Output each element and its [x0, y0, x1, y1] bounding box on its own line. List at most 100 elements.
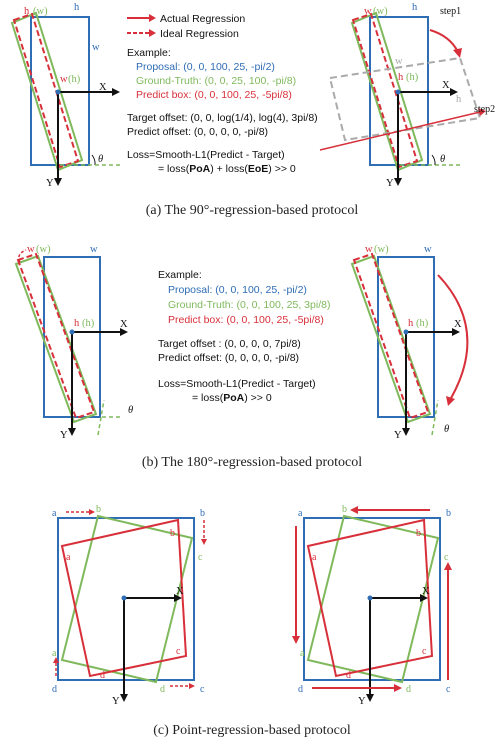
c-gt-a: a	[52, 648, 57, 659]
proposal-box	[303, 517, 441, 681]
cr-gt-a: a	[300, 648, 305, 659]
br-label-ww: (w)	[374, 244, 389, 255]
panel-b-right-diagram: w (w) w h (h) X Y θ	[350, 244, 469, 441]
b-theta: θ	[128, 405, 133, 416]
panel-a-figure: h (w) h w w (h) X Y θ Actual Regression …	[10, 2, 495, 218]
r-axis-y: Y	[386, 178, 394, 189]
c-pr-a: a	[66, 552, 71, 563]
c-pr-c: c	[176, 646, 181, 657]
b-label-ww: (w)	[36, 244, 51, 255]
ground-truth-box	[350, 11, 424, 172]
label-ww: (w)	[33, 6, 48, 17]
b-predict-offset: Predict offset: (0, 0, 0, 0, -pi/8)	[158, 352, 299, 364]
b-proposal: Proposal: (0, 0, 100, 25, -pi/2)	[168, 284, 307, 296]
b-label-h: h	[74, 318, 80, 329]
c-gt-c: c	[198, 552, 203, 563]
b-predict: Predict box: (0, 0, 100, 25, -5pi/8)	[168, 314, 324, 326]
br-label-h: h	[408, 318, 414, 329]
proposal-text: Proposal: (0, 0, 100, 25, -pi/2)	[136, 61, 275, 73]
c-corner-d: d	[52, 684, 57, 695]
ground-truth-box	[306, 514, 440, 684]
cr-corner-a: a	[298, 508, 303, 519]
r-theta: θ	[440, 154, 445, 165]
theta-label: θ	[98, 154, 103, 165]
label-w-red: w	[60, 74, 68, 85]
panel-b-example: Example: Proposal: (0, 0, 100, 25, -pi/2…	[158, 269, 330, 404]
step2-label: step2	[474, 104, 495, 115]
panel-a-legend: Actual Regression Ideal Regression	[127, 13, 245, 40]
b-target-offset: Target offset : (0, 0, 0, 0, 7pi/8)	[158, 338, 301, 350]
b-loss-line1: Loss=Smooth-L1(Predict - Target)	[158, 378, 316, 390]
predict-text: Predict box: (0, 0, 100, 25, -5pi/8)	[136, 89, 292, 101]
panel-b-figure: w (w) w h (h) X Y θ Example: Proposal: (…	[14, 244, 469, 470]
ground-truth-box	[350, 254, 432, 424]
intermediate-box	[328, 56, 482, 142]
legend-actual: Actual Regression	[160, 13, 245, 25]
r-label-ww: (w)	[373, 6, 388, 17]
b-axis-y: Y	[60, 430, 68, 441]
axis-x-label: X	[99, 82, 107, 93]
panel-c: a b c d b c d a a b c d X Y a b c d b	[0, 480, 504, 749]
cr-pr-c: c	[422, 646, 427, 657]
c-gt-b: b	[96, 504, 101, 515]
b-axis-x: X	[120, 319, 128, 330]
panel-a-right-diagram: w (w) h step1 step2 w h h (h) X Y θ	[319, 2, 495, 189]
c-axis-x: X	[176, 586, 184, 597]
caption-b: (b) The 180°-regression-based protocol	[142, 455, 362, 470]
cr-axis-x: X	[422, 586, 430, 597]
cr-gt-c: c	[444, 552, 449, 563]
c-axis-y: Y	[112, 696, 120, 707]
panel-a-left-diagram: h (w) h w w (h) X Y θ	[10, 2, 120, 189]
loss-line1: Loss=Smooth-L1(Predict - Target)	[127, 149, 285, 161]
predict-offset: Predict offset: (0, 0, 0, 0, -pi/8)	[127, 126, 268, 138]
c-gt-d: d	[160, 684, 165, 695]
c-corner-c: c	[200, 684, 205, 695]
c-pr-b: b	[170, 528, 175, 539]
b-label-w: w	[27, 244, 35, 255]
gray-h: h	[456, 94, 462, 105]
br-axis-y: Y	[394, 430, 402, 441]
panel-c-figure: a b c d b c d a a b c d X Y a b c d b	[52, 504, 452, 738]
panel-a-example: Example: Proposal: (0, 0, 100, 25, -pi/2…	[127, 47, 318, 175]
panel-a: h (w) h w w (h) X Y θ Actual Regression …	[0, 0, 504, 230]
r-axis-x: X	[442, 80, 450, 91]
predict-box	[60, 518, 188, 678]
step1-label: step1	[440, 6, 461, 17]
label-h-blue: h	[74, 2, 80, 13]
br-theta: θ	[444, 424, 449, 435]
b-label-hh: (h)	[82, 318, 95, 329]
ground-truth-box	[60, 514, 194, 684]
cr-corner-c: c	[446, 684, 451, 695]
loss-line2: = loss(PoA) + loss(EoE) >> 0	[158, 163, 296, 175]
r-label-w: w	[364, 6, 372, 17]
r-label-hh: (h)	[406, 72, 419, 83]
label-hh: (h)	[68, 74, 81, 85]
label-w-blue: w	[92, 42, 100, 53]
panel-c-right-diagram: a b c d b c d a a b c d X Y	[292, 504, 452, 707]
br-label-w: w	[365, 244, 373, 255]
panel-c-left-diagram: a b c d b c d a a b c d X Y	[52, 504, 207, 707]
br-axis-x: X	[454, 319, 462, 330]
r-label-h-red: h	[398, 72, 404, 83]
predict-box	[12, 12, 80, 169]
caption-a: (a) The 90°-regression-based protocol	[146, 203, 359, 218]
c-pr-d: d	[100, 670, 105, 681]
panel-b-left-diagram: w (w) w h (h) X Y θ	[14, 244, 133, 441]
panel-b: w (w) w h (h) X Y θ Example: Proposal: (…	[0, 230, 504, 480]
cr-pr-a: a	[312, 552, 317, 563]
gray-w: w	[395, 56, 403, 67]
caption-c: (c) Point-regression-based protocol	[153, 723, 351, 738]
b-loss-line2: = loss(PoA) >> 0	[192, 392, 272, 404]
c-corner-a: a	[52, 508, 57, 519]
b-gt: Ground-Truth: (0, 0, 100, 25, 3pi/8)	[168, 299, 330, 311]
label-h: h	[24, 6, 30, 17]
predict-box	[352, 252, 430, 420]
axis-y-label: Y	[46, 178, 54, 189]
example-title: Example:	[127, 47, 171, 59]
c-corner-b: b	[200, 508, 205, 519]
cr-gt-b: b	[342, 504, 347, 515]
gt-text: Ground-Truth: (0, 0, 25, 100, -pi/8)	[136, 75, 296, 87]
cr-corner-d: d	[298, 684, 303, 695]
cr-axis-y: Y	[358, 696, 366, 707]
cr-pr-d: d	[346, 670, 351, 681]
